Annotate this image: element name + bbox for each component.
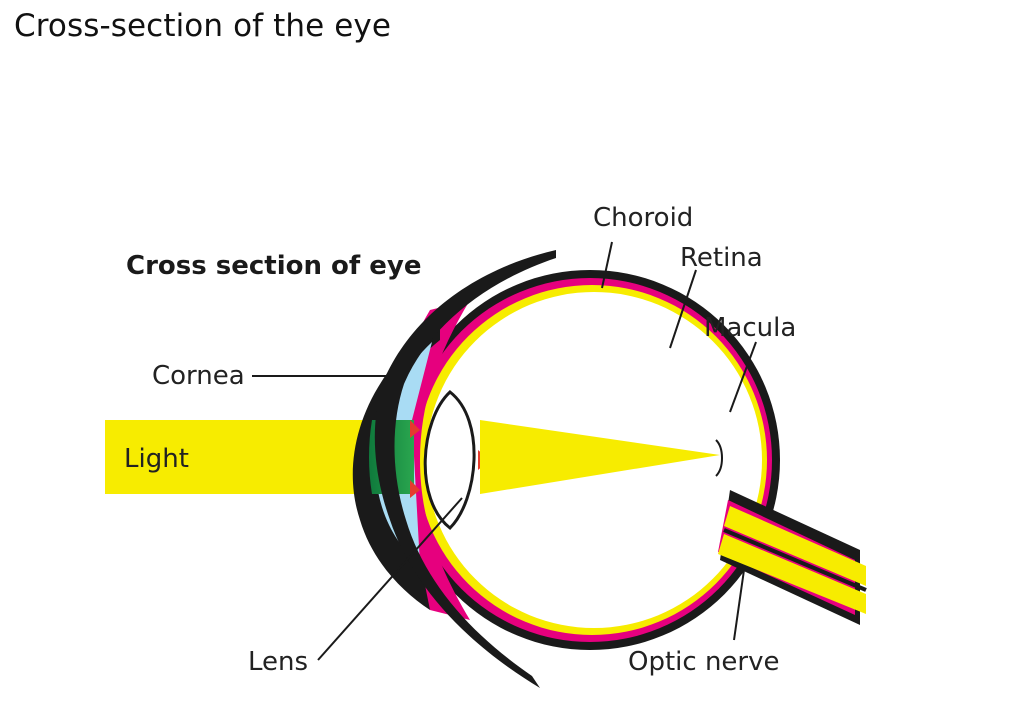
cornea-outline: [352, 320, 440, 610]
iris-red-top: [410, 420, 420, 438]
optic-nerve-top-fiber: [724, 506, 866, 586]
light-cone: [480, 420, 720, 494]
diagram-heading: Cross section of eye: [126, 251, 422, 281]
label-cornea: Cornea: [152, 361, 245, 391]
macula: [715, 439, 723, 477]
leader-retina: [669, 269, 697, 349]
orbit-curve: [374, 250, 556, 688]
label-retina: Retina: [680, 243, 763, 273]
label-light: Light: [124, 444, 189, 474]
lens: [423, 390, 476, 530]
label-macula: Macula: [704, 313, 796, 343]
optic-nerve-bottom-fiber: [718, 534, 866, 614]
label-choroid: Choroid: [593, 203, 693, 233]
page-title: Cross-section of the eye: [14, 8, 392, 44]
label-lens: Lens: [248, 647, 308, 677]
iris-red-bottom: [410, 480, 420, 498]
label-optic-nerve: Optic nerve: [628, 647, 780, 677]
optic-nerve-divider: [723, 528, 867, 592]
leader-optic-nerve: [733, 569, 745, 641]
leader-lens: [317, 497, 463, 661]
leader-choroid: [601, 241, 613, 289]
leader-macula: [729, 341, 757, 413]
